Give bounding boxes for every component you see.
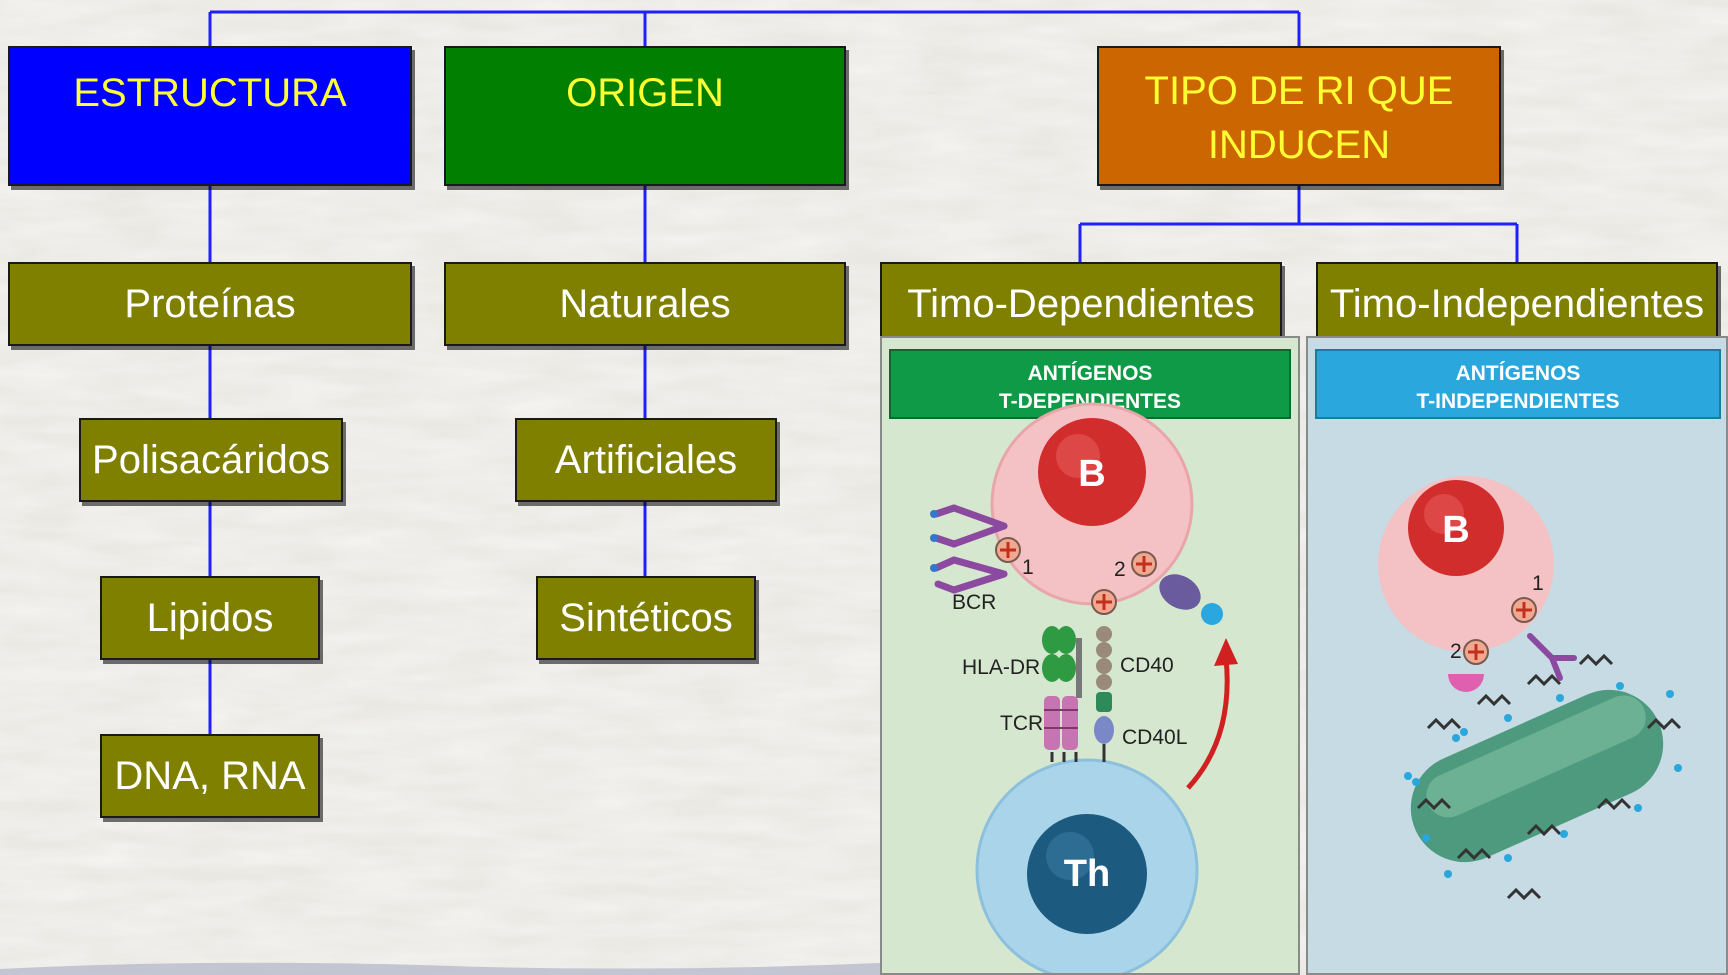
item-sinteticos-label: Sintéticos: [559, 595, 733, 640]
tipo-header-line1: TIPO DE RI QUE: [1144, 69, 1454, 113]
item-timo-dependientes: Timo-Dependientes: [880, 262, 1282, 346]
signal-3-icon: [1091, 589, 1117, 615]
polysaccharide-chains: [1416, 653, 1682, 901]
complement-receptor-icon: [1448, 674, 1484, 692]
item-polisacaridos-label: Polisacáridos: [92, 437, 330, 482]
signal-1-number: 1: [1022, 556, 1034, 579]
t-independent-illustration: ANTÍGENOS T-INDEPENDIENTES: [1306, 336, 1728, 975]
estructura-header: ESTRUCTURA: [8, 46, 412, 186]
origen-header-label: ORIGEN: [566, 71, 724, 115]
membrane-anchors: [1050, 744, 1106, 762]
bcr-receptor: [932, 504, 1008, 594]
item-timo-independientes: Timo-Independientes: [1316, 262, 1718, 346]
item-dna-rna-label: DNA, RNA: [114, 753, 306, 798]
signal-1-icon: [1511, 597, 1537, 623]
tipo-header: TIPO DE RI QUE INDUCEN: [1097, 46, 1501, 186]
panel-title-line1: ANTÍGENOS: [1456, 362, 1581, 385]
origen-header: ORIGEN: [444, 46, 846, 186]
signal-2-number: 2: [1450, 640, 1462, 663]
item-polisacaridos: Polisacáridos: [79, 418, 343, 502]
signal-2-icon: [1463, 639, 1489, 665]
bottom-decoration: [0, 962, 880, 975]
t-dependent-illustration: ANTÍGENOS T-DEPENDIENTES B BCR 1: [880, 336, 1300, 975]
cd40-molecule: [1094, 626, 1114, 744]
item-proteinas: Proteínas: [8, 262, 412, 346]
activation-arrow: [1186, 657, 1230, 790]
hla-dr-molecule: [1042, 626, 1082, 698]
item-lipidos: Lipidos: [100, 576, 320, 660]
tcr-receptor: [1044, 696, 1078, 750]
signal-2-number: 2: [1114, 558, 1126, 581]
antigen-epitopes: [1404, 682, 1682, 878]
item-timo-dependientes-label: Timo-Dependientes: [907, 281, 1255, 326]
item-proteinas-label: Proteínas: [124, 281, 296, 326]
signal-1-icon: [995, 537, 1021, 563]
panel-title-line2: T-DEPENDIENTES: [999, 390, 1181, 413]
panel-title-line1: ANTÍGENOS: [1028, 362, 1153, 385]
bcr-receptor: [1527, 633, 1577, 681]
label-cd40: CD40: [1120, 654, 1174, 677]
label-hla-dr: HLA-DR: [962, 656, 1040, 679]
signal-1-number: 1: [1532, 572, 1544, 595]
label-bcr: BCR: [952, 591, 996, 614]
item-naturales-label: Naturales: [559, 281, 731, 326]
tipo-header-line2: INDUCEN: [1207, 123, 1391, 167]
cytokine-icon: [1159, 574, 1201, 610]
bacterium: [1410, 689, 1664, 863]
item-dna-rna: DNA, RNA: [100, 734, 320, 818]
panel-title-bar: [1315, 349, 1721, 419]
item-timo-independientes-label: Timo-Independientes: [1329, 281, 1705, 326]
item-lipidos-label: Lipidos: [146, 595, 274, 640]
estructura-header-label: ESTRUCTURA: [73, 71, 347, 115]
th-cell-label: Th: [1064, 853, 1110, 895]
item-naturales: Naturales: [444, 262, 846, 346]
b-cell-label: B: [1442, 509, 1469, 551]
signal-2-icon: [1131, 551, 1157, 577]
item-sinteticos: Sintéticos: [536, 576, 756, 660]
b-cell-label: B: [1078, 453, 1105, 495]
label-cd40l: CD40L: [1122, 726, 1187, 749]
item-artificiales-label: Artificiales: [554, 437, 738, 482]
item-artificiales: Artificiales: [515, 418, 777, 502]
panel-title-line2: T-INDEPENDIENTES: [1416, 390, 1619, 413]
label-tcr: TCR: [1000, 712, 1043, 735]
